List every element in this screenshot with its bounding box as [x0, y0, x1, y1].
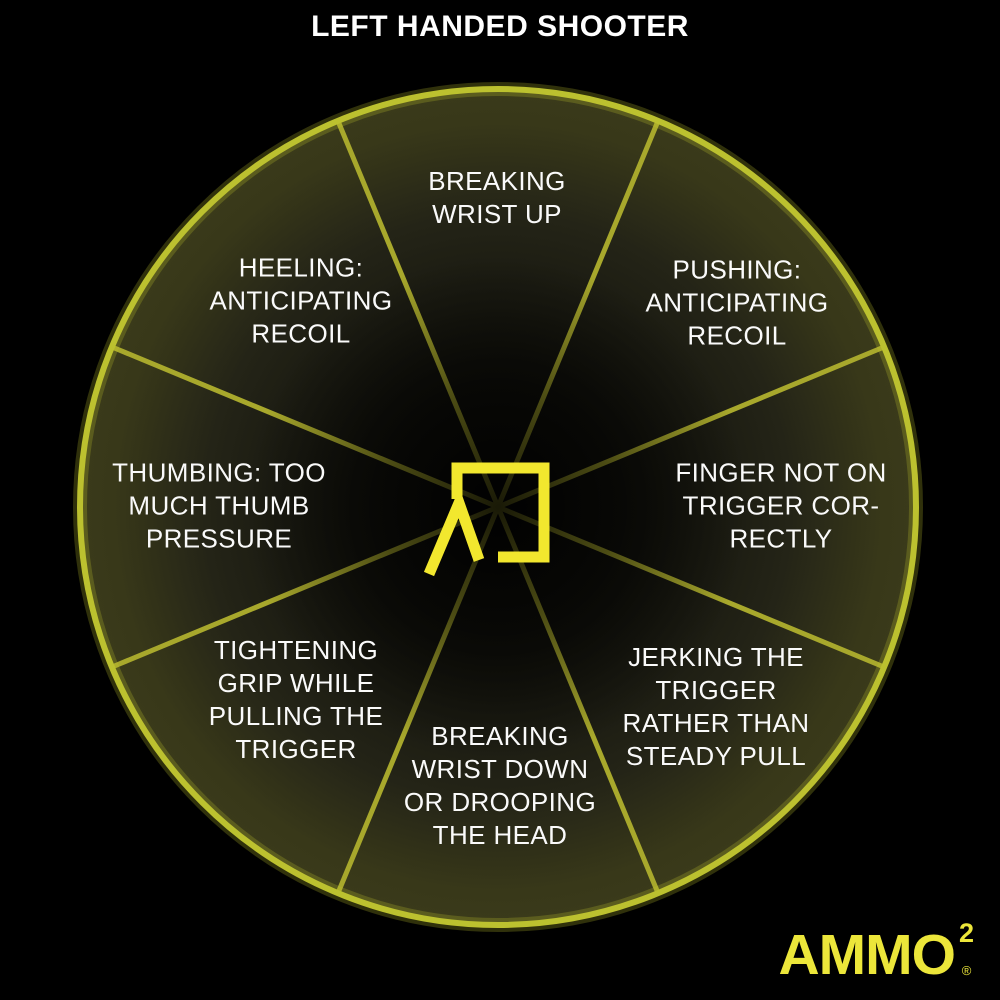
segment-label-bottom: BREAKING WRIST DOWN OR DROOPING THE HEAD: [403, 721, 597, 850]
segment-label-top-right: PUSHING: ANTICIPATING RECOIL: [645, 254, 829, 351]
brand-superscript-stack: 2 ®: [958, 918, 974, 978]
segment-label-top-left: HEELING: ANTICIPATING RECOIL: [209, 252, 393, 349]
segment-label-top: BREAKING WRIST UP: [428, 166, 566, 229]
segment-label-right: FINGER NOT ON TRIGGER COR- RECTLY: [675, 457, 887, 554]
hub-shadow: [80, 89, 916, 925]
brand-logotype: AMMO 2 ®: [778, 920, 975, 987]
registered-trademark-icon: ®: [961, 963, 972, 978]
segment-label-bottom-right: JERKING THE TRIGGER RATHER THAN STEADY P…: [622, 642, 810, 771]
ammo-logo-mark-icon: [423, 462, 550, 577]
segment-label-bottom-left: TIGHTENING GRIP WHILE PULLING THE TRIGGE…: [208, 635, 384, 764]
page-title: LEFT HANDED SHOOTER: [311, 10, 689, 43]
wheel-rim: [77, 86, 919, 928]
brand-name: AMMO: [778, 923, 956, 987]
brand-superscript: 2: [958, 918, 974, 948]
segment-label-left: THUMBING: TOO MUCH THUMB PRESSURE: [112, 457, 326, 554]
